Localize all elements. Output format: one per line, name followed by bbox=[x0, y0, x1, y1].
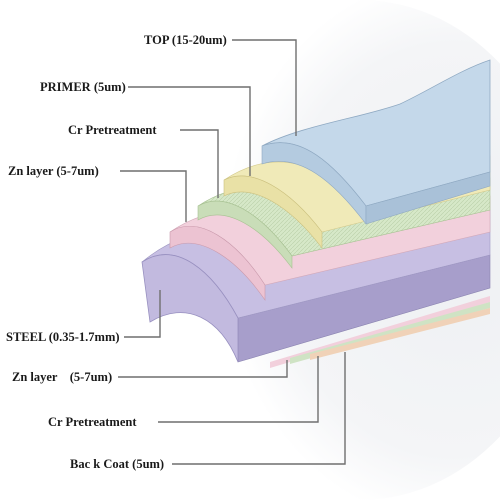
label-steel: STEEL (0.35-1.7mm) bbox=[6, 330, 120, 344]
leader-back-coat bbox=[172, 352, 346, 465]
leader-primer bbox=[128, 86, 251, 176]
leader-zn-top bbox=[120, 170, 187, 222]
leader-top bbox=[232, 39, 297, 136]
cr-top-front bbox=[197, 200, 293, 269]
zn-top-front bbox=[169, 226, 266, 301]
label-top: TOP (15-20um) bbox=[144, 33, 227, 47]
label-cr-top: Cr Pretreatment bbox=[68, 123, 157, 137]
top-right-face bbox=[365, 171, 491, 225]
steel-front-face bbox=[141, 254, 239, 363]
label-primer: PRIMER (5um) bbox=[40, 80, 126, 94]
leader-zn-bottom bbox=[118, 360, 288, 378]
label-zn-top: Zn layer (5-7um) bbox=[8, 164, 99, 178]
leader-cr-bottom bbox=[158, 356, 319, 423]
label-back-coat: Bac k Coat (5um) bbox=[70, 457, 164, 471]
label-cr-bottom: Cr Pretreatment bbox=[48, 415, 137, 429]
stripe-back-coat bbox=[310, 308, 490, 360]
labels: TOP (15-20um) PRIMER (5um) Cr Pretreatme… bbox=[6, 33, 227, 471]
back-side-stripes bbox=[270, 296, 490, 368]
primer-front bbox=[223, 175, 323, 249]
leader-steel bbox=[124, 290, 161, 338]
leader-cr-top bbox=[180, 129, 219, 198]
leader-lines bbox=[118, 39, 346, 465]
label-zn-bottom: Zn layer (5-7um) bbox=[12, 370, 112, 384]
layer-top bbox=[261, 59, 491, 225]
